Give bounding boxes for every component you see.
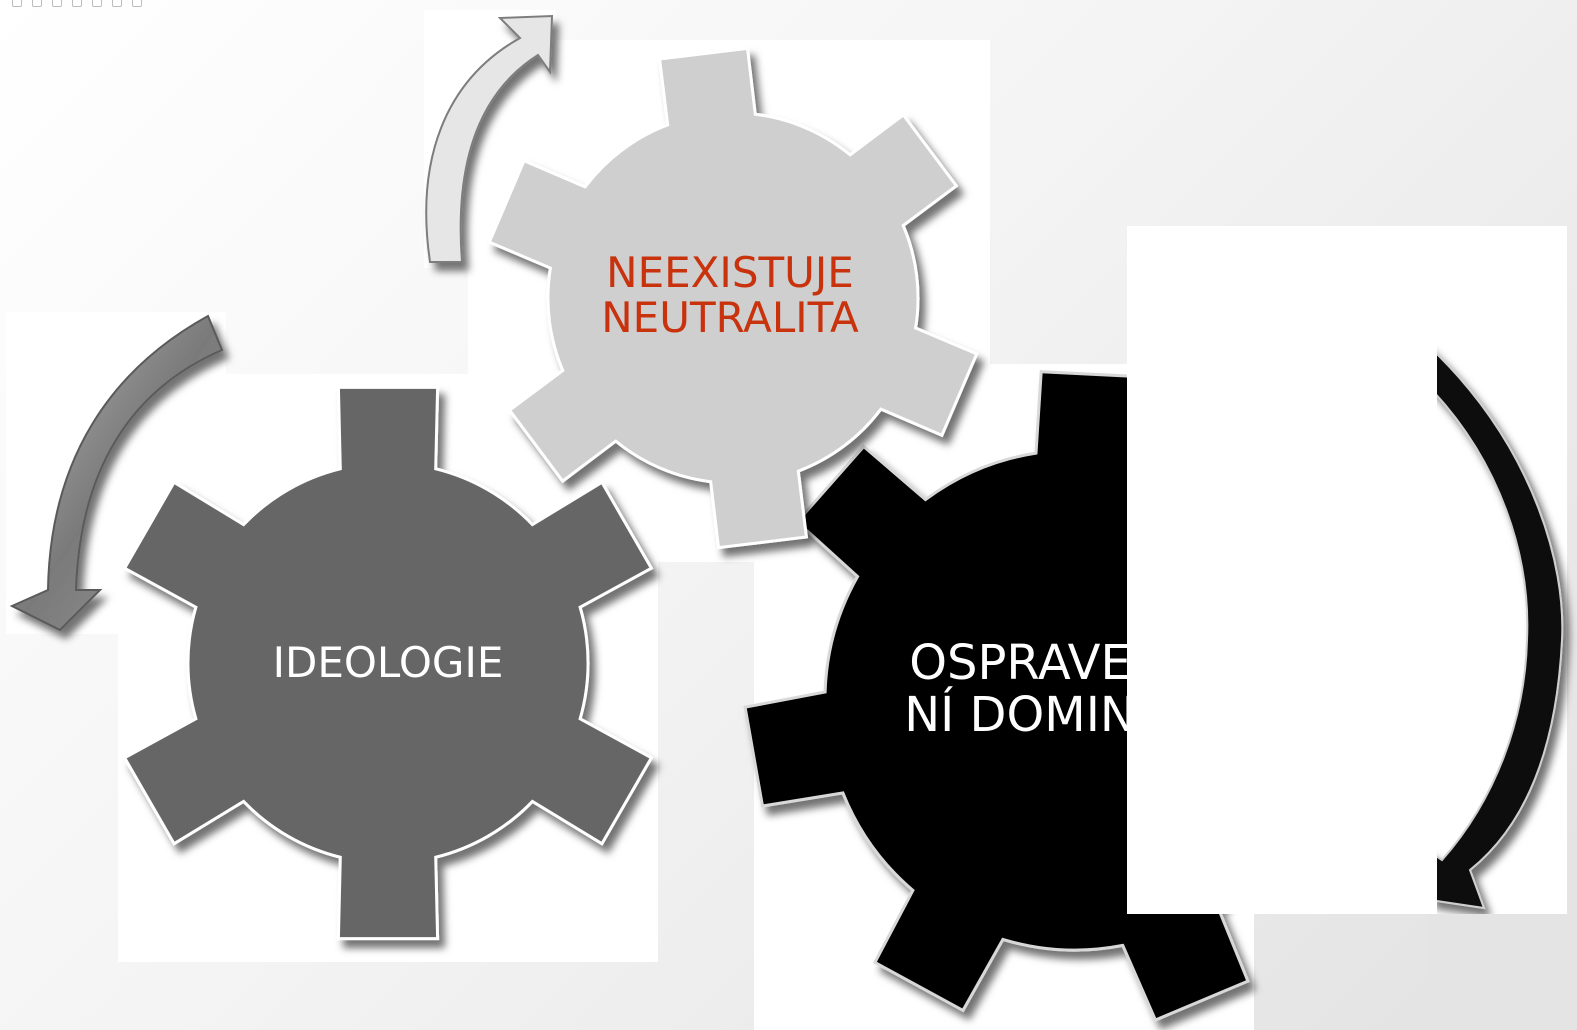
gear-neutrality-shape <box>487 46 979 550</box>
gear-ideology <box>122 385 654 941</box>
title-glyph-row <box>12 0 142 7</box>
gear-domination-line1: OSPRAVE <box>909 635 1131 691</box>
glyph-box <box>72 0 82 7</box>
glyph-box <box>132 0 142 7</box>
gear-neutrality-label: NEEXISTUJE NEUTRALITA <box>580 250 880 341</box>
corner-tile <box>1427 914 1577 1030</box>
image-tile-overlay <box>1127 226 1437 914</box>
arrow-right <box>1128 230 1564 910</box>
glyph-box <box>112 0 122 7</box>
glyph-box <box>92 0 102 7</box>
gear-neutrality-line2: NEUTRALITA <box>601 293 859 343</box>
gear-neutrality-line1: NEEXISTUJE <box>606 248 854 297</box>
gear-ideology-shape <box>122 385 654 941</box>
gear-domination-label: OSPRAVE NÍ DOMIN <box>870 635 1170 743</box>
gear-domination-line2: NÍ DOMIN <box>904 686 1136 743</box>
image-tile-overlay <box>1437 226 1567 606</box>
arrow-top-left <box>425 14 554 263</box>
glyph-box <box>52 0 62 7</box>
glyph-box <box>32 0 42 7</box>
gear-neutrality <box>487 46 979 550</box>
arrow-left <box>9 314 224 632</box>
glyph-box <box>12 0 22 7</box>
gear-ideology-label: IDEOLOGIE <box>272 638 504 687</box>
